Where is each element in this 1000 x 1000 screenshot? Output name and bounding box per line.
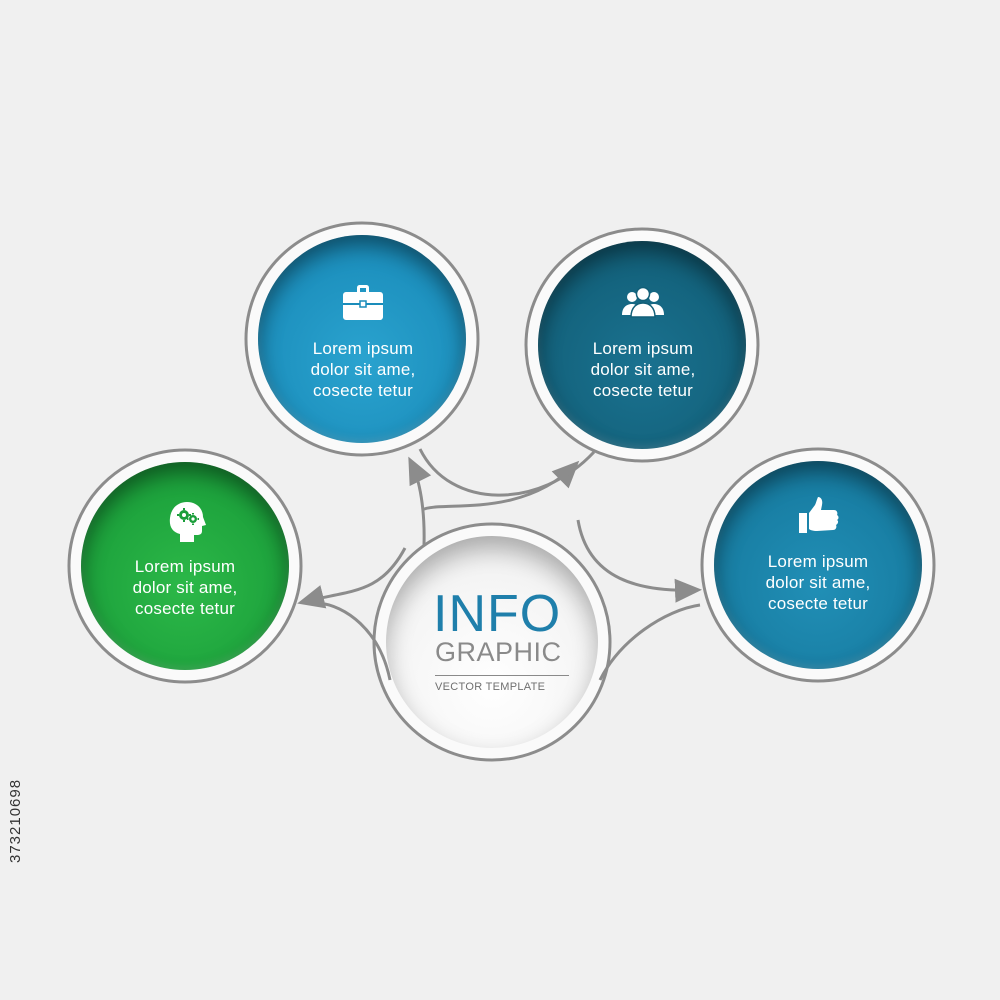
connector-to-green — [297, 547, 407, 609]
node-blue-text: Lorem ipsum dolor sit ame, cosecte tetur — [765, 552, 871, 613]
briefcase-icon — [343, 285, 383, 320]
node-dark-teal-text: Lorem ipsum dolor sit ame, cosecte tetur — [590, 339, 696, 400]
title-info: INFO — [433, 585, 562, 643]
title-divider — [435, 675, 569, 676]
thumbs-up-icon — [799, 497, 839, 533]
head-gears-icon — [169, 502, 206, 542]
node-disc-dark-teal — [538, 241, 746, 449]
node-blue: Lorem ipsum dolor sit ame, cosecte tetur — [738, 493, 898, 614]
node-light-blue: Lorem ipsum dolor sit ame, cosecte tetur — [283, 280, 443, 401]
subtitle-vector-template: VECTOR TEMPLATE — [435, 681, 546, 693]
connector-from-blue-lower — [598, 603, 701, 681]
node-disc-blue — [714, 461, 922, 669]
node-green-text: Lorem ipsum dolor sit ame, cosecte tetur — [132, 557, 238, 618]
connector-to-blue — [576, 519, 702, 603]
center-disc — [386, 536, 598, 748]
title-graphic: GRAPHIC — [435, 637, 562, 667]
node-green: Lorem ipsum dolor sit ame, cosecte tetur — [105, 498, 265, 619]
connector-to-light-blue — [408, 456, 432, 546]
node-disc-green — [81, 462, 289, 670]
node-dark-teal: Lorem ipsum dolor sit ame, cosecte tetur — [563, 280, 723, 401]
connector-top-arc — [418, 448, 596, 497]
stock-id: 373210698 — [7, 778, 24, 863]
connector-to-green-lower — [317, 601, 392, 681]
people-icon — [622, 286, 664, 318]
connector-to-dark-teal — [421, 460, 580, 512]
node-disc-light-blue — [258, 235, 466, 443]
node-light-blue-text: Lorem ipsum dolor sit ame, cosecte tetur — [310, 339, 416, 400]
